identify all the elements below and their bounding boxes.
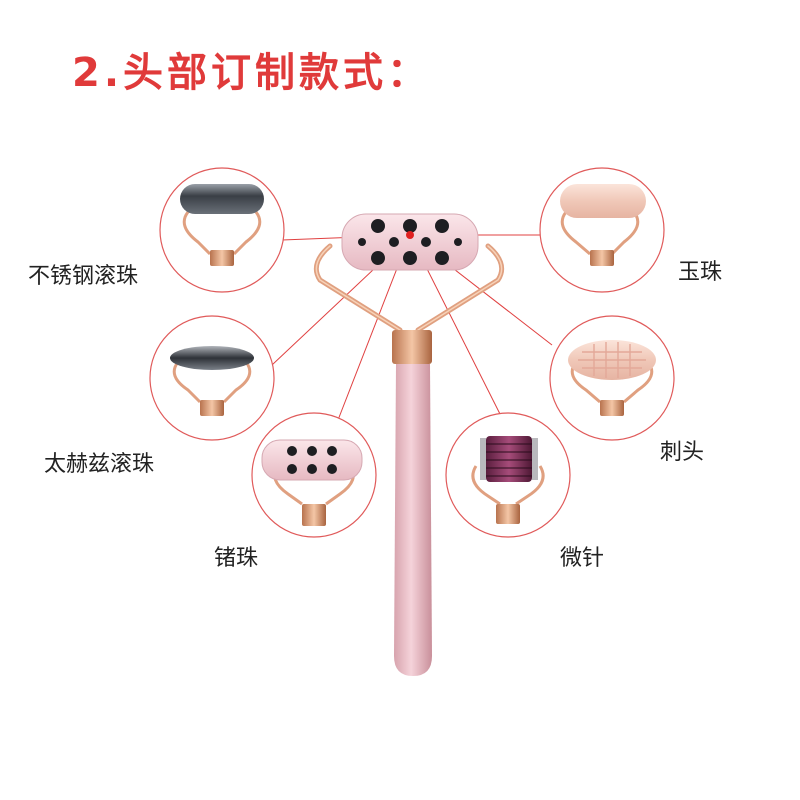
terahertz-roller-icon [170, 346, 254, 416]
option-label-microneedle: 微针 [560, 546, 605, 571]
main-roller [313, 213, 505, 676]
page-title: 2.头部订制款式： [72, 50, 432, 96]
stainless-steel-roller-icon [180, 184, 264, 266]
option-label-stainless: 不锈钢滚珠 [28, 264, 139, 289]
option-label-hematite: 太赫兹滚珠 [44, 452, 155, 477]
option-circle-hematite [149, 315, 275, 441]
spiked-roller-icon [568, 340, 656, 416]
option-label-spiked: 刺头 [660, 440, 705, 465]
option-label-germanium: 锗珠 [214, 546, 259, 571]
microneedle-roller-icon [471, 436, 545, 524]
jade-roller-icon [560, 184, 646, 266]
germanium-roller-icon [261, 439, 363, 526]
option-label-jade: 玉珠 [678, 260, 723, 285]
